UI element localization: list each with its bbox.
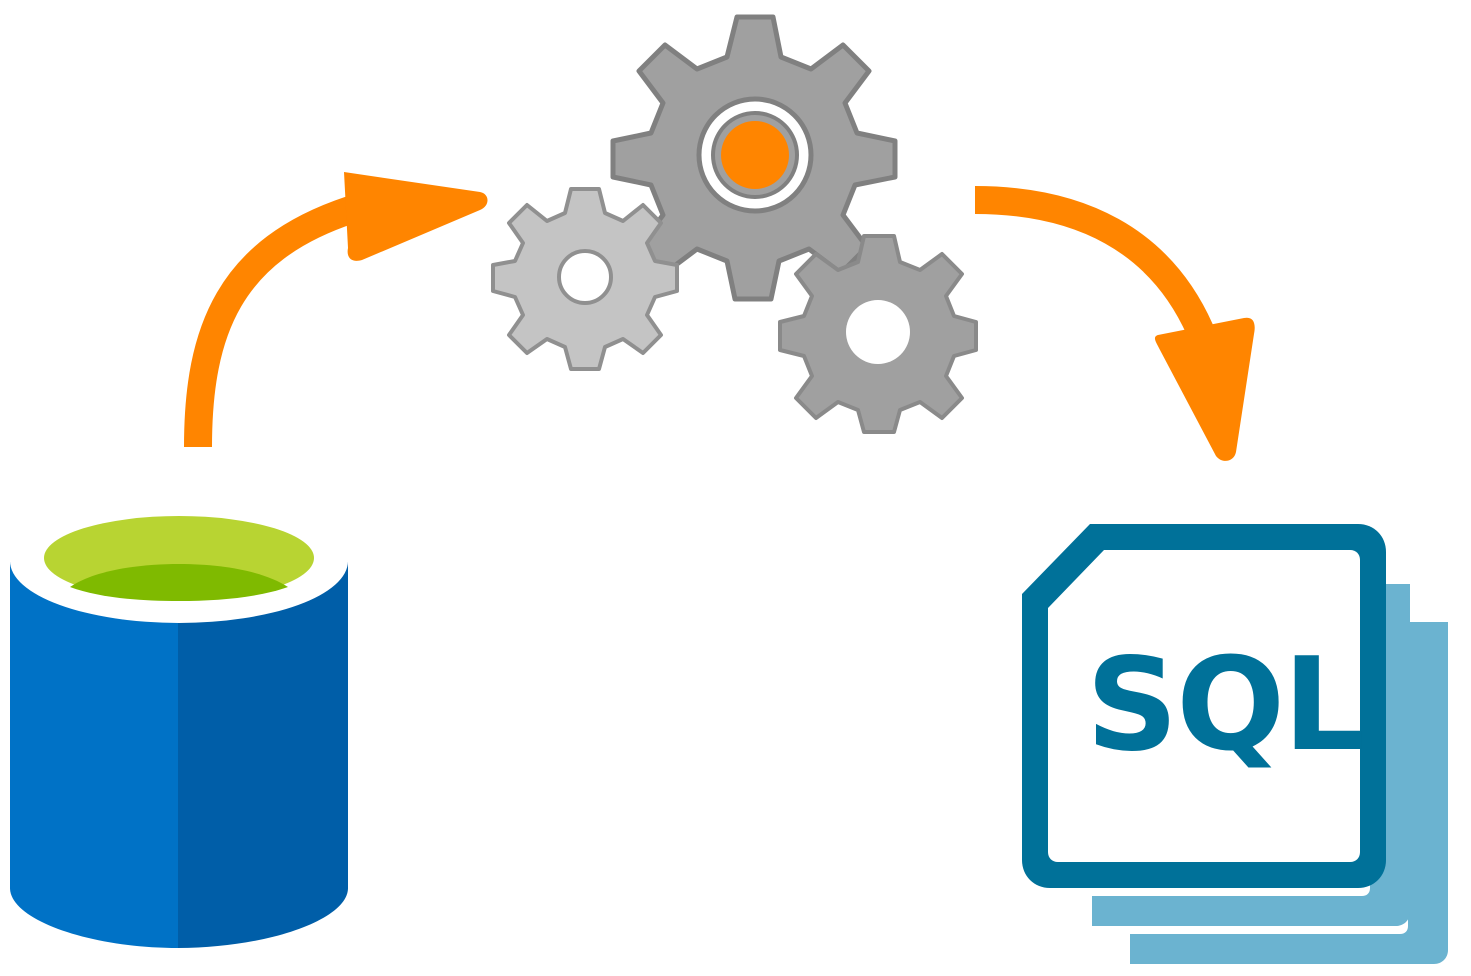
gears-icon [491, 14, 978, 434]
sql-file-icon: SQL [1022, 524, 1448, 964]
small-gear-icon-left [491, 187, 679, 371]
arrow-process-to-target [974, 186, 1255, 461]
large-gear-icon [610, 14, 898, 302]
database-icon [10, 499, 348, 948]
arrow-source-to-process [184, 172, 488, 448]
small-gear-icon-right [778, 234, 978, 434]
sql-label: SQL [1086, 631, 1363, 780]
